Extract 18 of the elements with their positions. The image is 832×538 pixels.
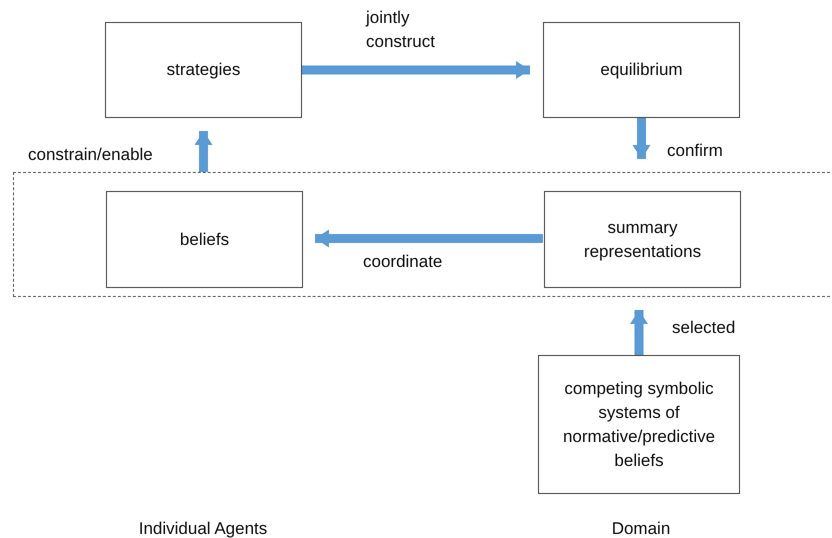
box-text: equilibrium: [600, 59, 683, 81]
arrow: [315, 230, 543, 248]
box-text: strategies: [166, 59, 240, 81]
box-text: beliefs: [180, 228, 230, 250]
column-label: Individual Agents: [138, 518, 268, 538]
arrow: [194, 131, 212, 172]
arrow: [630, 310, 648, 355]
concept-box: [543, 22, 740, 118]
arrow: [632, 118, 650, 159]
concept-box: [544, 191, 741, 288]
concept-box: [106, 191, 303, 288]
box-text: competing symbolic systems of normative/predictive beliefs: [562, 378, 716, 472]
box-text: summary representations: [582, 216, 702, 262]
column-label: Domain: [610, 518, 672, 538]
arrow: [302, 61, 530, 79]
concept-box: [105, 22, 302, 118]
concept-box: [538, 355, 740, 494]
dashed-region: [13, 172, 832, 297]
